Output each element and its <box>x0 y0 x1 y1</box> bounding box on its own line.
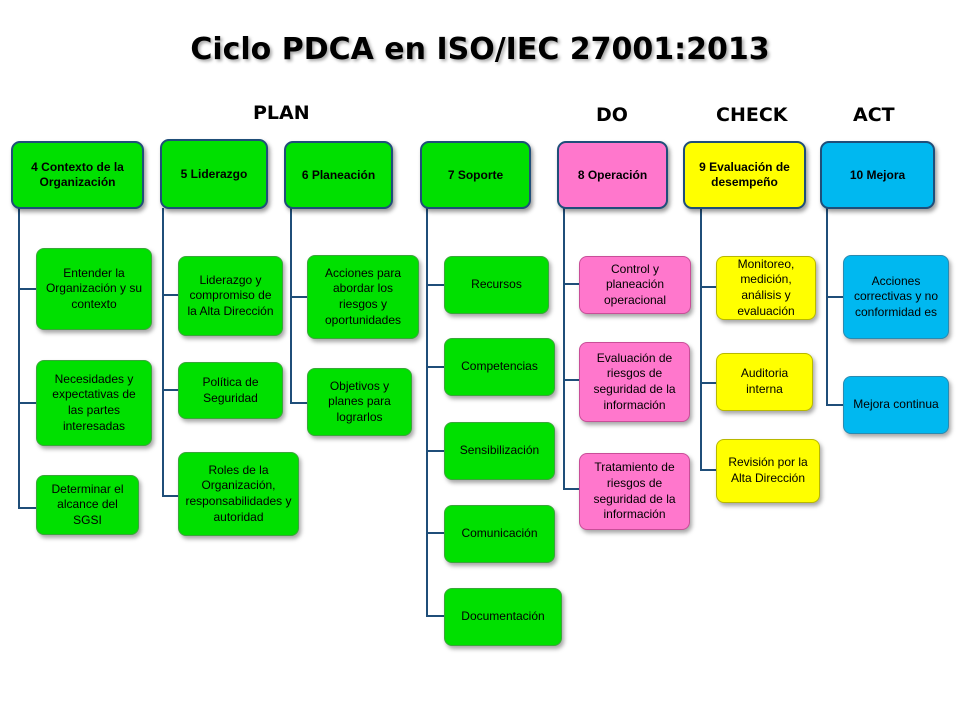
item-entender-organizacion: Entender la Organización y su contexto <box>36 248 152 330</box>
header-soporte: 7 Soporte <box>420 141 531 209</box>
item-liderazgo-compromiso: Liderazgo y compromiso de la Alta Direcc… <box>178 256 283 336</box>
diagram-title: Ciclo PDCA en ISO/IEC 27001:2013 <box>190 32 770 67</box>
phase-label-do: DO <box>596 104 628 126</box>
header-contexto: 4 Contexto de la Organización <box>11 141 144 209</box>
header-evaluacion: 9 Evaluación de desempeño <box>683 141 806 209</box>
phase-label-plan: PLAN <box>253 102 310 124</box>
item-documentacion: Documentación <box>444 588 562 646</box>
item-sensibilizacion: Sensibilización <box>444 422 555 480</box>
item-recursos: Recursos <box>444 256 549 314</box>
item-control-planeacion: Control y planeación operacional <box>579 256 691 314</box>
item-necesidades-expectativas: Necesidades y expectativas de las partes… <box>36 360 152 446</box>
item-acciones-correctivas: Acciones correctivas y no conformidad es <box>843 255 949 339</box>
item-tratamiento-riesgos: Tratamiento de riesgos de seguridad de l… <box>579 453 690 530</box>
header-liderazgo: 5 Liderazgo <box>160 139 268 209</box>
item-evaluacion-riesgos: Evaluación de riesgos de seguridad de la… <box>579 342 690 422</box>
item-comunicacion: Comunicación <box>444 505 555 563</box>
item-mejora-continua: Mejora continua <box>843 376 949 434</box>
item-determinar-alcance: Determinar el alcance del SGSI <box>36 475 139 535</box>
item-revision-alta-direccion: Revisión por la Alta Dirección <box>716 439 820 503</box>
header-mejora: 10 Mejora <box>820 141 935 209</box>
header-planeacion: 6 Planeación <box>284 141 393 209</box>
item-monitoreo-medicion: Monitoreo, medición, análisis y evaluaci… <box>716 256 816 320</box>
item-acciones-riesgos: Acciones para abordar los riesgos y opor… <box>307 255 419 339</box>
header-operacion: 8 Operación <box>557 141 668 209</box>
phase-label-act: ACT <box>853 104 895 126</box>
item-roles-organizacion: Roles de la Organización, responsabilida… <box>178 452 299 536</box>
item-auditoria-interna: Auditoria interna <box>716 353 813 411</box>
phase-label-check: CHECK <box>716 104 788 126</box>
item-competencias: Competencias <box>444 338 555 396</box>
item-objetivos-planes: Objetivos y planes para lograrlos <box>307 368 412 436</box>
item-politica-seguridad: Política de Seguridad <box>178 362 283 419</box>
